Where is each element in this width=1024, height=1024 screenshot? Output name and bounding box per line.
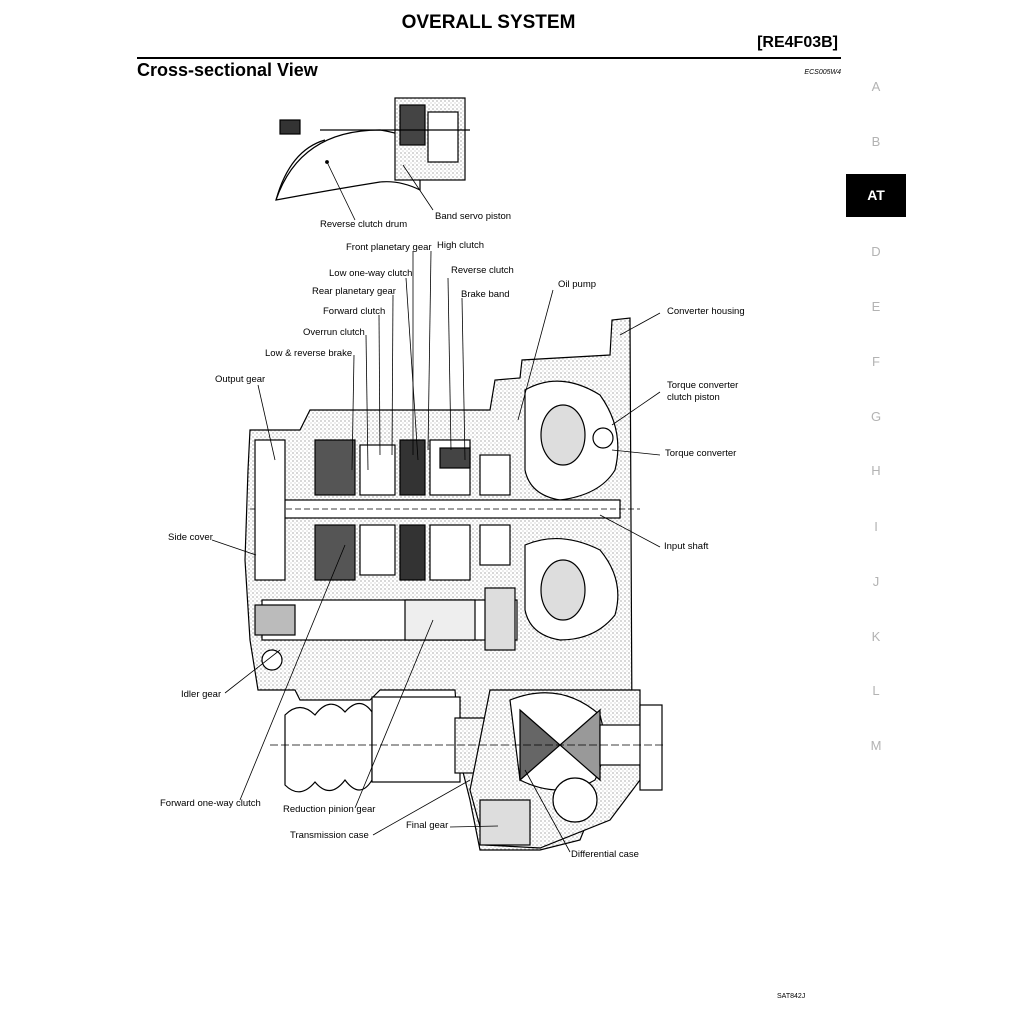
label-low-one-way-clutch: Low one-way clutch bbox=[329, 268, 413, 279]
label-final-gear: Final gear bbox=[406, 820, 449, 831]
tab-f[interactable]: F bbox=[872, 354, 880, 369]
label-torque-converter-clutch-piston-line1: Torque converter bbox=[667, 380, 739, 391]
figure-code: SAT842J bbox=[777, 993, 806, 1000]
leader-lines bbox=[211, 160, 661, 853]
section-title: Cross-sectional View bbox=[137, 60, 318, 80]
tab-a[interactable]: A bbox=[871, 79, 881, 94]
tab-k[interactable]: K bbox=[871, 629, 881, 644]
page-title: OVERALL SYSTEM bbox=[401, 12, 576, 33]
label-high-clutch: High clutch bbox=[437, 240, 484, 251]
label-idler-gear: Idler gear bbox=[181, 689, 222, 700]
tab-d[interactable]: D bbox=[871, 244, 881, 259]
label-output-gear: Output gear bbox=[215, 374, 266, 385]
tab-e[interactable]: E bbox=[871, 299, 881, 314]
tab-h[interactable]: H bbox=[871, 463, 881, 478]
tab-i[interactable]: I bbox=[874, 519, 878, 534]
drive-shaft-and-differential bbox=[270, 689, 665, 849]
tab-b[interactable]: B bbox=[871, 134, 881, 149]
label-front-planetary-gear: Front planetary gear bbox=[346, 242, 432, 253]
tab-l[interactable]: L bbox=[872, 683, 880, 698]
label-overrun-clutch: Overrun clutch bbox=[303, 327, 365, 338]
label-rear-planetary-gear: Rear planetary gear bbox=[312, 286, 396, 297]
label-input-shaft: Input shaft bbox=[664, 541, 709, 552]
tab-j[interactable]: J bbox=[872, 574, 880, 589]
label-band-servo-piston: Band servo piston bbox=[435, 211, 512, 222]
tab-at[interactable]: AT bbox=[846, 174, 906, 217]
label-reverse-clutch: Reverse clutch bbox=[451, 265, 514, 276]
label-converter-housing: Converter housing bbox=[667, 306, 745, 317]
label-transmission-case: Transmission case bbox=[290, 830, 369, 841]
label-forward-one-way-clutch: Forward one-way clutch bbox=[160, 798, 261, 809]
tab-m[interactable]: M bbox=[870, 738, 882, 753]
label-differential-case: Differential case bbox=[571, 849, 639, 860]
label-side-cover: Side cover bbox=[168, 532, 213, 543]
label-torque-converter-clutch-piston-line2: clutch piston bbox=[667, 392, 720, 403]
label-low-reverse-brake: Low & reverse brake bbox=[265, 348, 353, 359]
label-reverse-clutch-drum: Reverse clutch drum bbox=[320, 219, 408, 230]
label-reduction-pinion-gear: Reduction pinion gear bbox=[283, 804, 376, 815]
label-forward-clutch: Forward clutch bbox=[323, 306, 386, 317]
label-brake-band: Brake band bbox=[461, 289, 510, 300]
header-rule bbox=[137, 57, 841, 59]
tab-g[interactable]: G bbox=[870, 409, 882, 424]
reference-code: ECS005W4 bbox=[804, 69, 841, 76]
inset-reverse-clutch-drum bbox=[275, 97, 470, 201]
label-oil-pump: Oil pump bbox=[558, 279, 597, 290]
label-torque-converter: Torque converter bbox=[665, 448, 737, 459]
model-code: [RE4F03B] bbox=[757, 34, 838, 51]
